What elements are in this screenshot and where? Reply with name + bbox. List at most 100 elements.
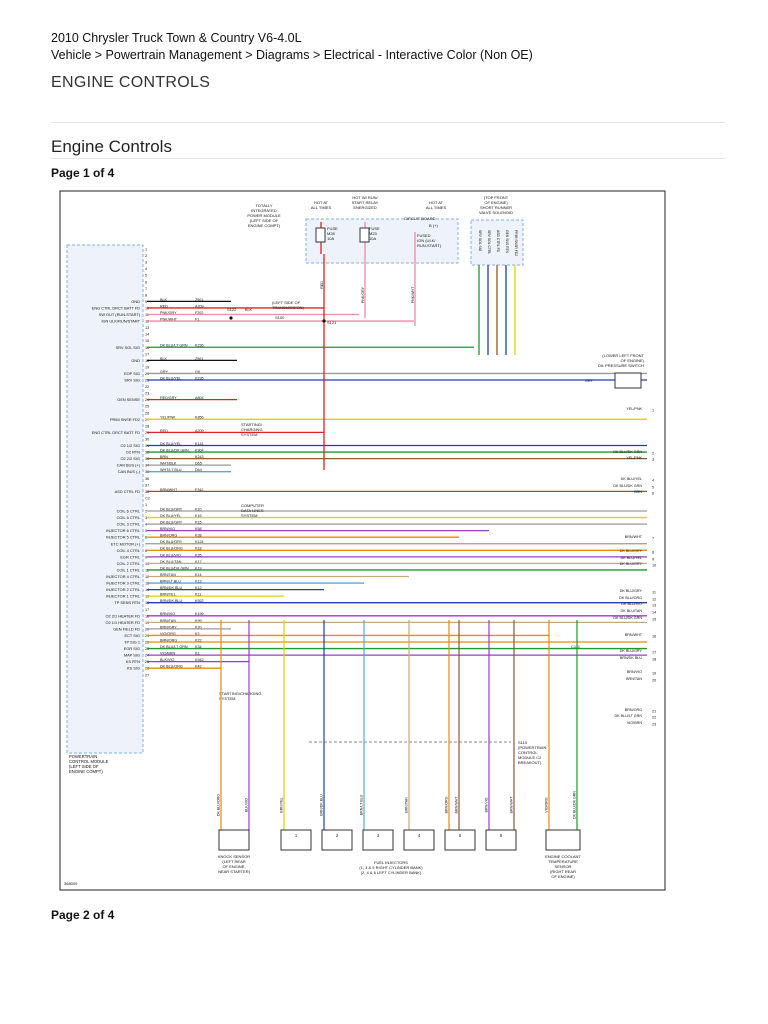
right-pin-number: 19	[652, 671, 656, 675]
breadcrumb[interactable]: Vehicle > Powertrain Management > Diagra…	[51, 48, 533, 62]
pcm-pin-name: KS RTN	[126, 659, 140, 664]
right-pin-number: 21	[652, 709, 656, 713]
right-pin-number: 22	[652, 715, 656, 719]
right-wire-label: DK BLU/VIO	[621, 602, 642, 606]
wire-color-label: DK BLU/GRY	[160, 521, 183, 525]
ssv-pin-label: SRV SOL SIG	[478, 230, 482, 252]
pcm-pin-number: 9	[145, 555, 147, 559]
wire-circuit-code: Z901	[195, 357, 203, 361]
wire-color-label: WHT/LT BLU	[160, 468, 182, 472]
pcm-pin-number: 15	[145, 339, 149, 343]
fuse-label: 10A	[369, 236, 376, 241]
fuel-injectors-label: (1, 3 & 5 RIGHT CYLINDER BANK)	[359, 865, 423, 870]
right-wire-label: DK BLU/YEL	[621, 477, 642, 481]
wire-color-label: BRN/TAN	[160, 619, 176, 623]
wire-color-label: BRN/TAN	[160, 573, 176, 577]
right-pin-number: 20	[652, 678, 656, 682]
pcm-box	[66, 244, 144, 754]
right-pin-number: 8	[652, 550, 654, 554]
hot-at-all-times-label: ALL TIMES	[311, 205, 332, 210]
pcm-pin-number: 8	[145, 293, 147, 297]
right-pin-number: 3	[652, 457, 654, 461]
tipm-label: POWER MODULE	[247, 213, 281, 218]
wire-color-label: RED	[160, 429, 168, 433]
right-pin-number: 17	[652, 650, 656, 654]
right-wire-label: BRN/WHT	[625, 535, 643, 539]
hot-at-all-times-label: HOT AT	[429, 200, 444, 205]
pcm-pin-name: EGR SIG	[124, 646, 140, 651]
right-pin-number: 18	[652, 657, 656, 661]
wire-circuit-code: K99	[195, 619, 202, 623]
pcm-pin-name: COIL 2 CTRL	[117, 561, 141, 566]
fuse-symbol	[359, 227, 370, 243]
ssv-label: VALVE SOLENOID	[479, 210, 513, 215]
wire-circuit-code: K2	[195, 632, 200, 636]
knock-sensor-label: OF ENGINE,	[222, 864, 245, 869]
wire-color-label: BRN/VIO	[160, 612, 175, 616]
wire-circuit-code: K14	[195, 573, 202, 577]
wire-color-label: DK BLU/LT GRN	[160, 344, 188, 348]
pcm-label: (LEFT SIDE OF	[69, 764, 99, 769]
wire-circuit-code: K243	[195, 455, 204, 459]
system-label: STARTING/	[241, 422, 263, 427]
ect-sensor-label: ENGINE COOLANT	[545, 854, 581, 859]
right-wire-label: BRN/VIO	[627, 670, 642, 674]
pcm-pin-number: 17	[145, 352, 149, 356]
wire-circuit-code: K235	[195, 376, 204, 380]
tipm-label: TOTALLY	[255, 203, 272, 208]
pcm-pin-number: 11	[145, 313, 149, 317]
oil-switch-symbol	[614, 372, 642, 389]
pcm-pin-number: 25	[145, 405, 149, 409]
bottom-wire-label: BRN/WHT	[455, 796, 459, 814]
wire-color-label: RED	[160, 304, 168, 308]
wire-circuit-code: K58	[195, 527, 202, 531]
bottom-wire-label: BRN/LT BLU	[360, 794, 364, 815]
ssv-pin-label: GEN SNS RTN	[505, 230, 509, 254]
fuse-label: 10A	[327, 236, 334, 241]
pcm-label: ENGINE COMPT)	[69, 769, 103, 774]
pcm-pin-name: KS SIG	[127, 666, 140, 671]
pcm-pin-name: ETC MOTOR (+)	[111, 541, 141, 546]
pcm-pin-number: 6	[145, 536, 147, 540]
ssv-pin-label: SRV SOL CTRL	[487, 230, 491, 254]
right-wire-label: DK BLU/LT GRN	[614, 714, 642, 718]
right-pin-number: 23	[652, 722, 656, 726]
pcm-pin-number: 22	[145, 385, 149, 389]
wire-circuit-code: K124	[195, 540, 204, 544]
vertical-wire-label: PNK/WHT	[411, 286, 415, 303]
ssv-label: (TOP FRONT	[484, 195, 509, 200]
fuel-injector-symbol	[321, 829, 353, 851]
fuel-injector-symbol	[444, 829, 476, 851]
pcm-pin-number: 26	[145, 411, 149, 415]
right-wire-label: DK BLU/GRY	[620, 549, 643, 553]
right-pin-number: 6	[652, 491, 654, 495]
hot-run-label: ENERGIZED	[353, 205, 376, 210]
s110-label: (POWERTRAIN	[518, 745, 546, 750]
right-pin-number: 4	[652, 478, 654, 482]
pcm-pin-number: 14	[145, 333, 149, 337]
injector-number: 1	[295, 833, 298, 838]
pcm-pin-name: O2 2/2 SIG	[121, 456, 140, 461]
right-wire-label: DK BLU/DK GRN	[613, 484, 642, 488]
system-label: CHARGING	[241, 427, 263, 432]
ect-sensor-label: SENSOR	[555, 864, 572, 869]
right-pin-number: 2	[652, 451, 654, 455]
pcm-pin-name: TP SIG 1	[124, 640, 140, 645]
wire-circuit-code: K16	[195, 514, 202, 518]
injector-number: 2	[336, 833, 339, 838]
hot-run-label: START RELAY	[352, 200, 379, 205]
pcm-pin-number: 11	[145, 568, 149, 572]
pcm-pin-number: 1	[145, 248, 147, 252]
fuel-injector-symbol	[280, 829, 312, 851]
knock-sensor-label: KNOCK SENSOR	[218, 854, 250, 859]
system-label: SYSTEM	[241, 432, 257, 437]
splice-label: S121	[327, 320, 337, 325]
page-1-label: Page 1 of 4	[51, 166, 115, 180]
pcm-pin-number: 9	[145, 300, 147, 304]
bottom-wire-label: BLK/VIO	[245, 798, 249, 812]
pcm-pin-name: ENG CTRL DRCT BATT FD	[92, 430, 140, 435]
wire-color-label: BRN/ORG	[160, 534, 177, 538]
wire-circuit-code: G6	[195, 370, 200, 374]
splice-label: S100	[275, 315, 285, 320]
